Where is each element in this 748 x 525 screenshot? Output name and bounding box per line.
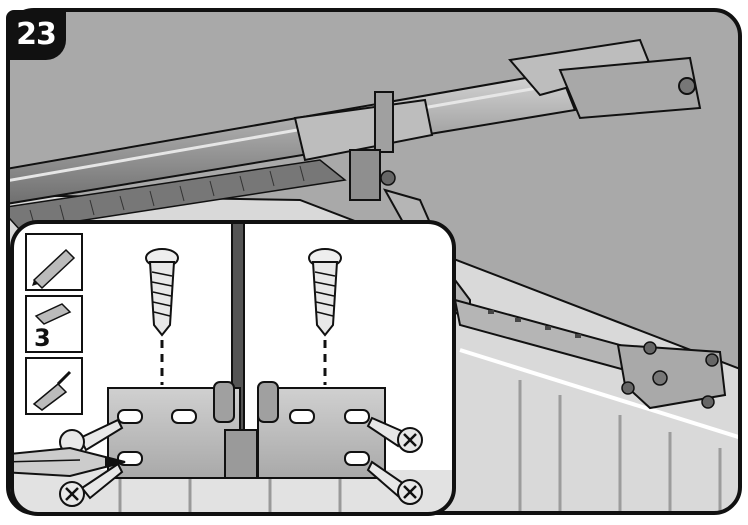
drive-chain bbox=[8, 159, 347, 231]
tool-icons: 3 bbox=[25, 233, 83, 415]
drill-icon: 3 bbox=[25, 295, 83, 353]
pencil-marking bbox=[12, 446, 126, 478]
top-screw-left bbox=[145, 248, 179, 385]
drill-size-label: 3 bbox=[34, 324, 51, 352]
screwdriver-icon bbox=[25, 357, 83, 415]
top-screw-right bbox=[308, 248, 342, 385]
pencil-icon bbox=[25, 233, 83, 291]
side-screws bbox=[59, 416, 423, 507]
step-number-badge: 23 bbox=[6, 10, 66, 60]
door-bracket bbox=[616, 343, 727, 410]
inset-detail bbox=[10, 220, 456, 516]
